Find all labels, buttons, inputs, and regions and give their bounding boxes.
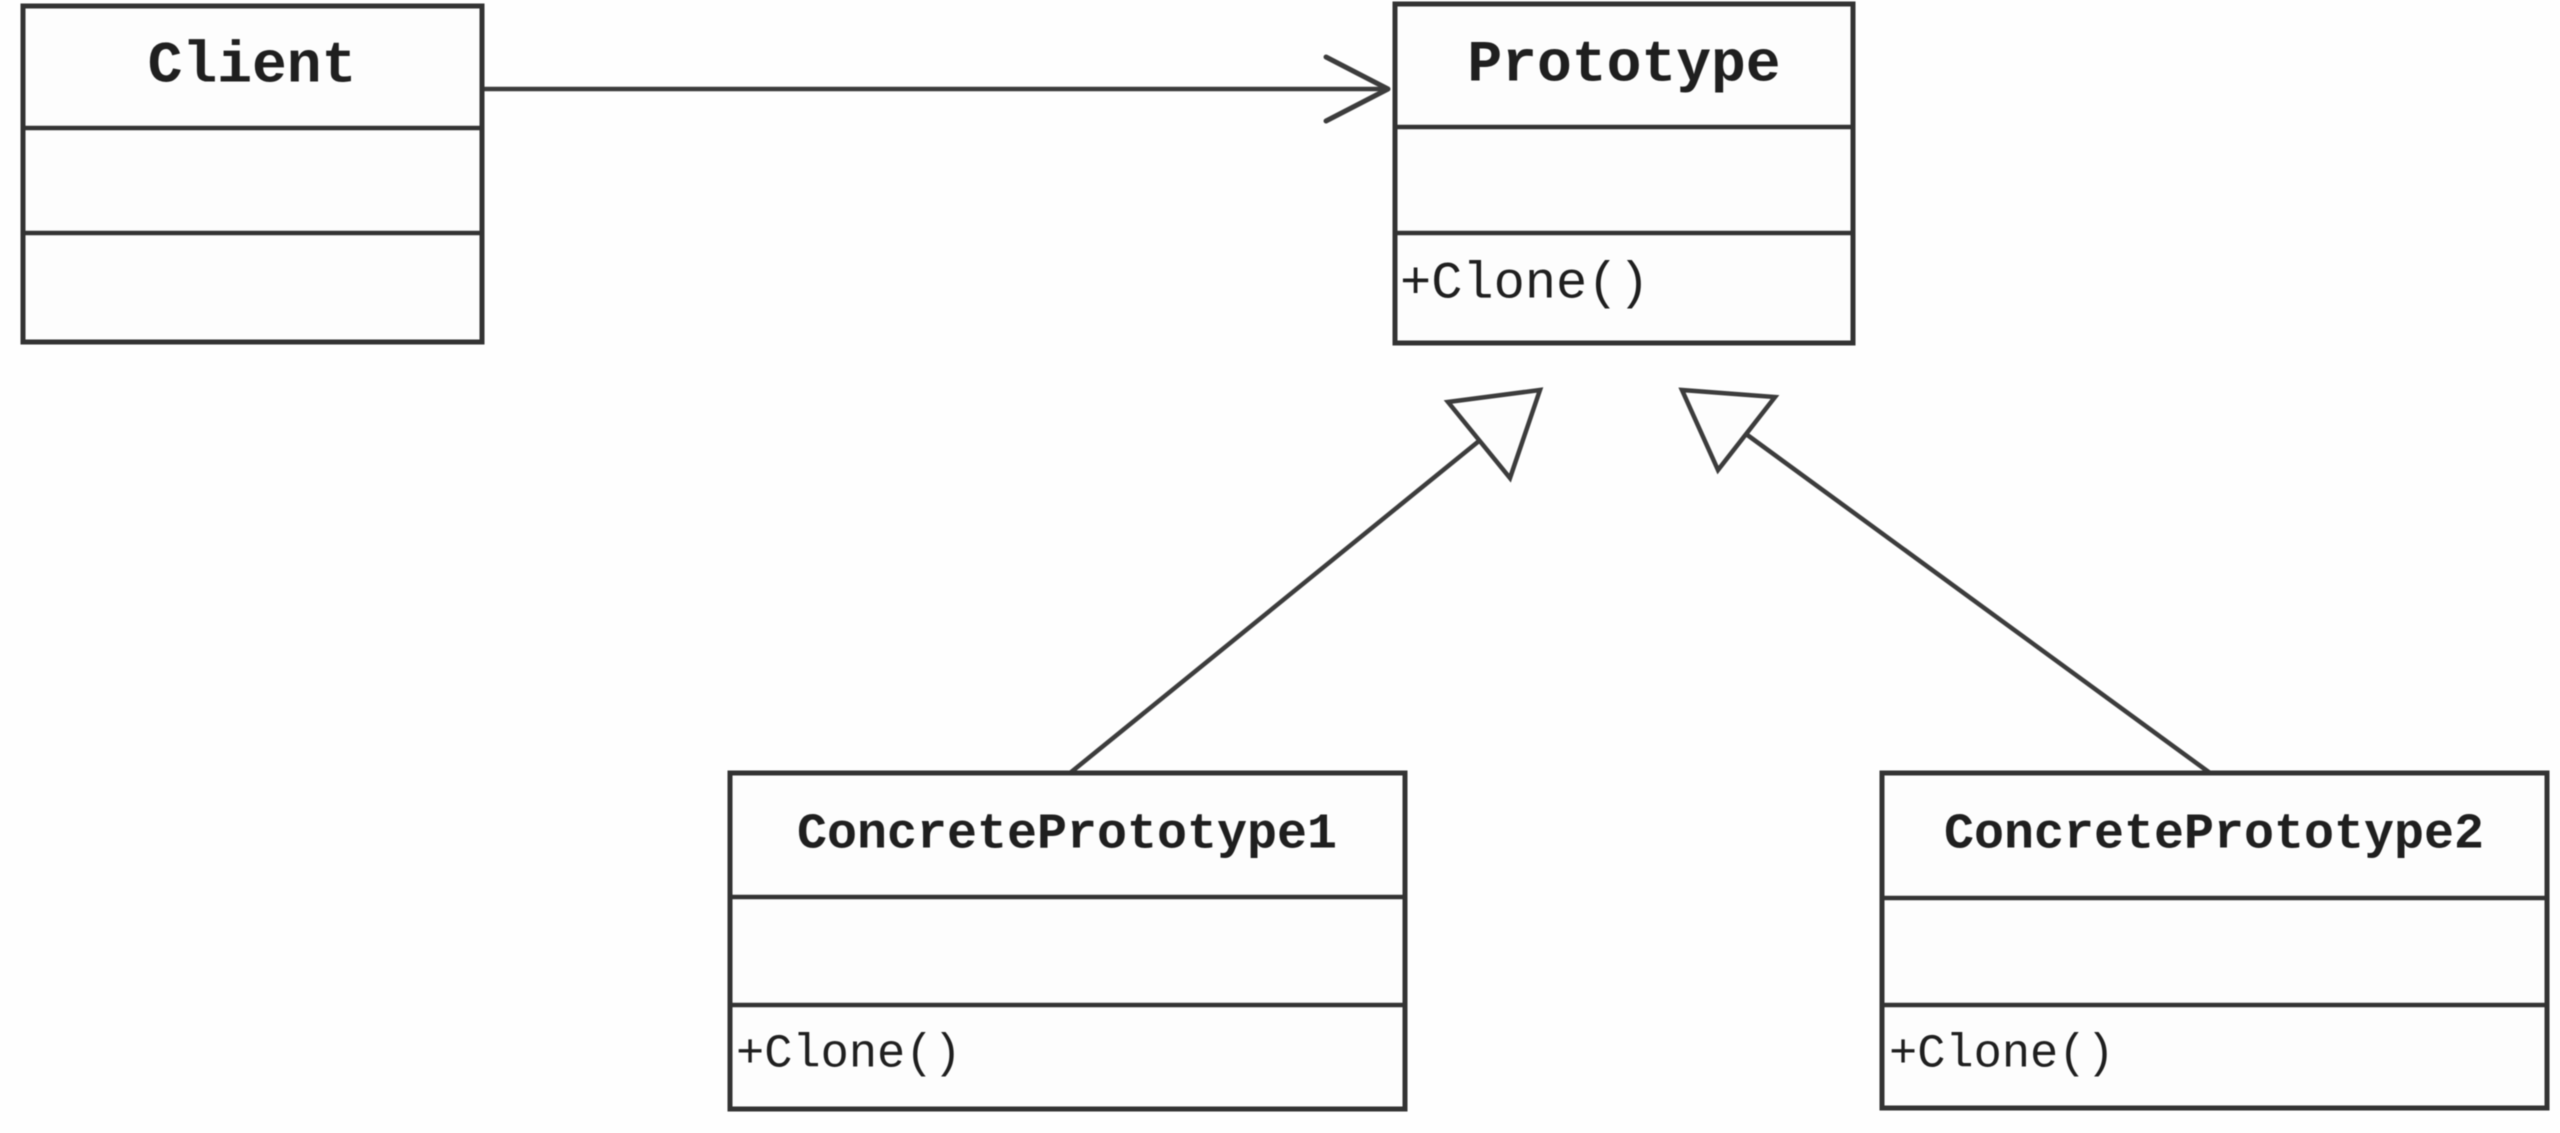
class-name-concrete-prototype-1: ConcretePrototype1 — [797, 807, 1337, 864]
open-arrowhead-icon — [1323, 54, 1391, 124]
generalization-concrete2-to-prototype — [1678, 387, 2212, 775]
class-box-frame — [20, 3, 485, 345]
generalization-line — [1068, 439, 1481, 775]
hollow-triangle-arrowhead-icon — [1443, 387, 1544, 483]
generalization-line — [1744, 432, 2212, 775]
class-name-concrete-prototype-2: ConcretePrototype2 — [1944, 807, 2484, 864]
class-box-concrete-prototype-1: ConcretePrototype1 +Clone() — [727, 770, 1408, 1112]
method-label-clone: +Clone() — [736, 1029, 962, 1082]
class-box-prototype: Prototype +Clone() — [1392, 1, 1856, 346]
class-box-frame — [1879, 770, 2550, 1111]
hollow-triangle-arrowhead-icon — [1678, 387, 1780, 475]
method-label-clone: +Clone() — [1400, 255, 1650, 314]
class-name-prototype: Prototype — [1467, 34, 1780, 99]
generalization-concrete1-to-prototype — [1068, 387, 1544, 775]
class-box-client: Client — [20, 3, 485, 345]
class-box-frame — [727, 770, 1408, 1112]
association-client-to-prototype — [482, 54, 1391, 124]
class-name-client: Client — [148, 35, 357, 100]
class-box-frame — [1392, 1, 1856, 346]
class-box-concrete-prototype-2: ConcretePrototype2 +Clone() — [1879, 770, 2550, 1111]
method-label-clone: +Clone() — [1889, 1029, 2115, 1082]
